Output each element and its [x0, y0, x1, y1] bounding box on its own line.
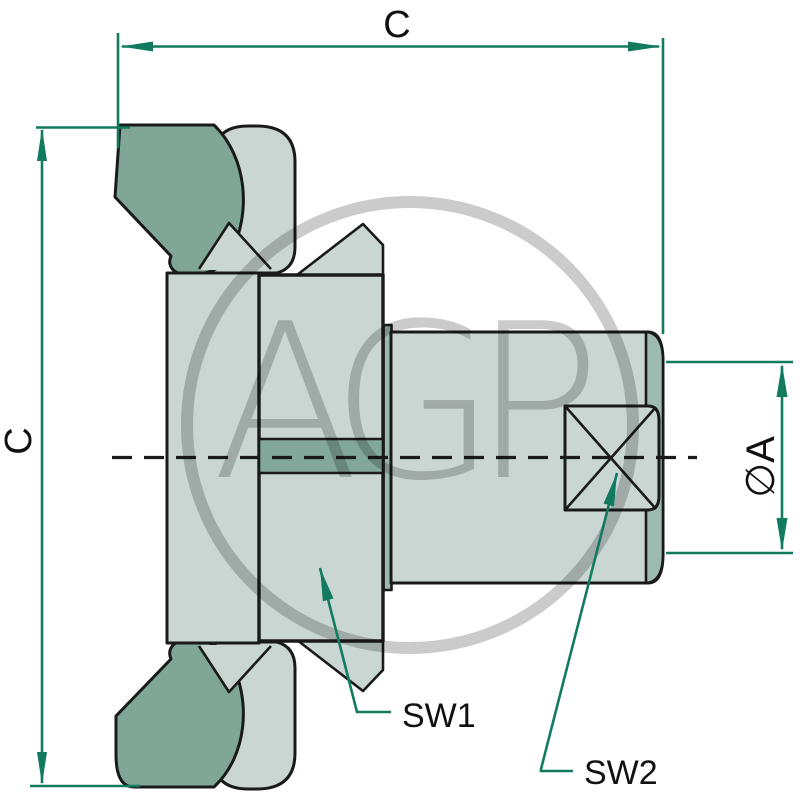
leader-sw1: SW1 — [318, 567, 476, 735]
dimension-end-diameter: ∅A — [666, 360, 793, 555]
label-sw1: SW1 — [402, 697, 476, 735]
dimension-overall-height: C — [0, 126, 140, 788]
dimension-label-height: C — [0, 427, 40, 454]
wing-gap-notch-bottom-fill — [199, 645, 271, 692]
wing-gap-notch-bottom — [197, 645, 272, 694]
wing-gap-notch-top — [197, 221, 272, 270]
dimension-label-length: C — [383, 4, 410, 46]
label-sw2: SW2 — [584, 754, 658, 792]
watermark: AGP — [181, 196, 639, 654]
dimension-label-diameter: ∅A — [739, 436, 783, 498]
watermark-ring — [181, 196, 639, 654]
watermark-text: AGP — [212, 277, 589, 528]
leader-sw2: SW2 — [539, 472, 658, 792]
wing-gap-notch-top-fill — [199, 223, 271, 270]
dimension-overall-length: C — [116, 4, 665, 334]
